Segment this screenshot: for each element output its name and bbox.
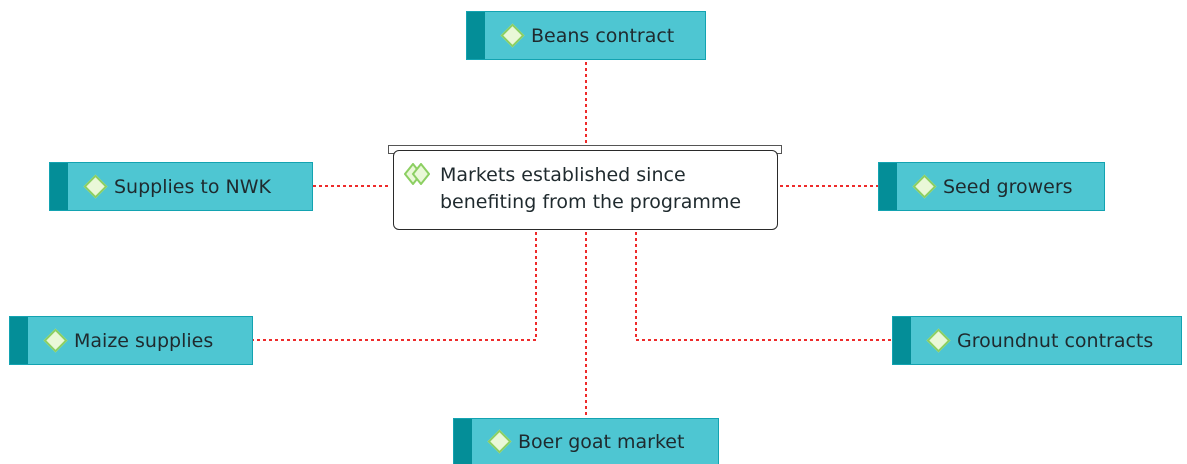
diamond-icon: [912, 174, 937, 199]
topic-maize-supplies[interactable]: Maize supplies: [9, 316, 253, 365]
central-topic-label: Markets established since benefiting fro…: [440, 162, 770, 216]
topic-label: Maize supplies: [74, 329, 214, 352]
diamond-icon: [83, 174, 108, 199]
connector-maize: [253, 232, 537, 341]
topic-stripe: [50, 163, 68, 210]
topic-label: Supplies to NWK: [114, 175, 271, 198]
topic-stripe: [454, 419, 472, 464]
topic-stripe: [10, 317, 28, 364]
central-topic-line-2: benefiting from the programme: [440, 191, 742, 213]
topic-boer-goat-market[interactable]: Boer goat market: [453, 418, 719, 464]
topic-beans-contract[interactable]: Beans contract: [466, 11, 706, 60]
topic-groundnut-contracts[interactable]: Groundnut contracts: [892, 316, 1182, 365]
double-diamond-icon: [404, 163, 430, 185]
topic-label: Seed growers: [943, 175, 1073, 198]
topic-stripe: [893, 317, 911, 364]
topic-seed-growers[interactable]: Seed growers: [878, 162, 1105, 211]
topic-supplies-to-nwk[interactable]: Supplies to NWK: [49, 162, 313, 211]
diamond-icon: [500, 23, 525, 48]
central-topic-line-1: Markets established since: [440, 164, 686, 186]
central-topic[interactable]: Markets established since benefiting fro…: [393, 150, 778, 230]
diamond-icon: [926, 328, 951, 353]
topic-label: Groundnut contracts: [957, 329, 1154, 352]
topic-stripe: [467, 12, 485, 59]
diamond-icon: [43, 328, 68, 353]
diamond-icon: [487, 429, 512, 454]
connector-groundnut: [635, 232, 892, 341]
topic-stripe: [879, 163, 897, 210]
topic-label: Boer goat market: [518, 430, 685, 453]
topic-label: Beans contract: [531, 24, 675, 47]
